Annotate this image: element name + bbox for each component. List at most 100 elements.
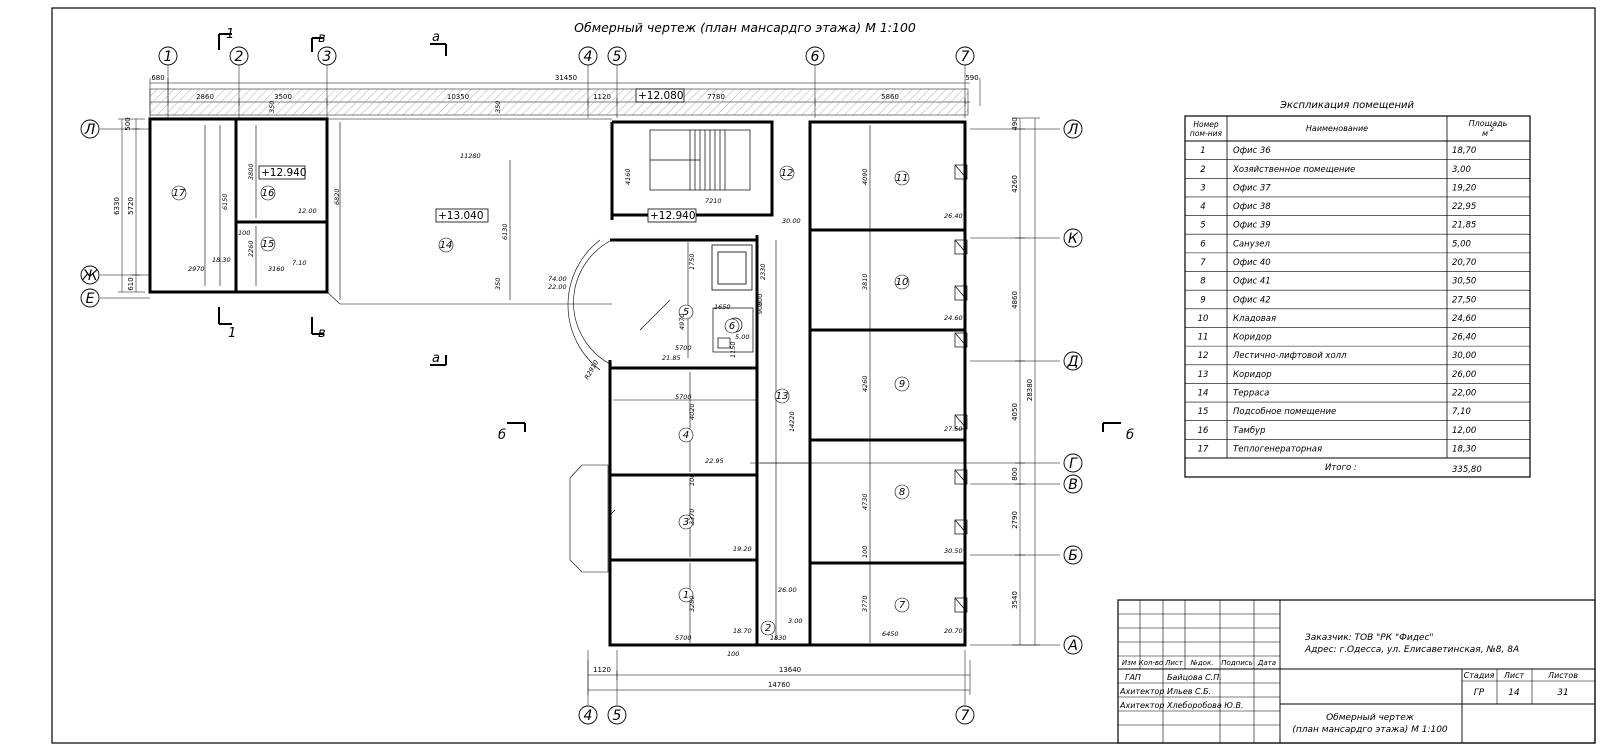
explication-room-name: Хозяйственное помещение (1232, 165, 1355, 175)
explication-room-name: Офис 37 (1233, 183, 1271, 193)
plan-dimension: 1750 (688, 253, 696, 270)
explication-header: пом-ния (1190, 129, 1223, 138)
plan-dimension: 2260 (247, 240, 255, 257)
plan-dimension: 3370 (688, 508, 696, 525)
room-number-bubble (678, 587, 694, 603)
plan-dimension: 2970 (188, 265, 205, 273)
room-number-bubble (171, 185, 187, 201)
room-number-bubble (678, 304, 694, 320)
room-number-bubble (678, 427, 694, 443)
plan-dimension: 350 (268, 101, 276, 113)
plan-dimension: 20.70 (944, 627, 963, 635)
axis-label: А (1067, 638, 1078, 654)
plan-dimension: 3770 (861, 595, 869, 612)
explication-room-area: 18,70 (1452, 146, 1476, 156)
plan-dimension: 6820 (333, 188, 341, 205)
plan-dimension: 4260 (861, 375, 869, 392)
explication-table (1184, 115, 1531, 478)
drawing-title: Обмерный чертеж (план мансардго этажа) М… (574, 20, 916, 35)
axis-label: К (1068, 231, 1079, 247)
plan-dimension: 800 (756, 294, 764, 306)
title-block-col-header: Изм (1122, 659, 1137, 667)
explication-header: Наименование (1306, 124, 1368, 133)
explication-room-area: 12,00 (1452, 426, 1476, 436)
explication-room-number: 6 (1200, 239, 1206, 249)
role-label: Ахитектор (1119, 687, 1164, 696)
room-number: 11 (896, 173, 909, 184)
stage-header: Лист (1503, 671, 1525, 680)
title-block-col-header: Кол-во (1139, 659, 1164, 667)
axis-bubble (1063, 545, 1083, 565)
explication-room-number: 14 (1198, 389, 1209, 399)
explication-room-area: 27,50 (1452, 295, 1476, 305)
drawing-name: Обмерный чертеж (1326, 713, 1415, 723)
explication-title: Экспликация помещений (1279, 100, 1415, 111)
room-number-bubble (894, 376, 910, 392)
plan-dimension: 5700 (675, 344, 692, 352)
explication-room-area: 30,00 (1452, 351, 1476, 361)
plan-dimension: 4970 (678, 313, 686, 330)
room-number-bubble (894, 597, 910, 613)
dimension-label: 1120 (593, 666, 611, 674)
person-name: Ильев С.Б. (1167, 687, 1211, 696)
plan-dimension: 2330 (759, 263, 767, 280)
axis-label: 6 (811, 49, 820, 65)
explication-room-name: Терраса (1233, 389, 1269, 399)
room-number: 6 (729, 321, 735, 332)
explication-room-area: 26,00 (1452, 370, 1476, 380)
plan-dimension: 4090 (861, 168, 869, 185)
axis-bubble (955, 46, 975, 66)
stage-value: 31 (1557, 688, 1568, 698)
dimension-label: 6330 (113, 197, 121, 215)
elevator-shaft (711, 244, 753, 291)
dimension-label: 3540 (1011, 591, 1019, 609)
section-mark-label: 1 (228, 326, 236, 341)
grid-bubbles-vertical (158, 46, 975, 725)
room-number-bubble (438, 237, 454, 253)
room-number: 1 (683, 590, 689, 601)
axis-label: 5 (613, 708, 622, 724)
section-mark-label: б (1126, 428, 1134, 443)
plan-dimension: 100 (727, 650, 739, 658)
title-block (1117, 599, 1596, 744)
dimension-label: 5720 (127, 197, 135, 215)
role-label: ГАП (1125, 673, 1141, 682)
axis-bubble (317, 46, 337, 66)
room-number: 3 (683, 517, 689, 528)
room-number: 5 (683, 307, 689, 318)
room-number: 4 (683, 430, 689, 441)
explication-room-number: 10 (1198, 314, 1209, 324)
explication-room-name: Офис 40 (1233, 258, 1271, 268)
room-number-bubble (260, 236, 276, 252)
plan-dimension: 11280 (460, 152, 481, 160)
axis-label: Б (1068, 548, 1078, 564)
dimension-label: 13640 (779, 666, 801, 674)
axis-label: 1 (164, 49, 173, 65)
explication-room-number: 11 (1198, 333, 1209, 343)
plan-dimension: 6450 (882, 630, 899, 638)
explication-total-value: 335,80 (1452, 465, 1482, 475)
explication-room-number: 5 (1200, 221, 1205, 231)
elevation-mark: +12.940 (650, 210, 696, 222)
plan-dimension: R2910 (583, 359, 600, 381)
room-number-bubble (260, 185, 276, 201)
axis-bubble (1063, 228, 1083, 248)
room-number-bubble (724, 318, 740, 334)
sheet-frame (51, 7, 1596, 744)
axis-bubble (1063, 351, 1083, 371)
axis-bubble (158, 46, 178, 66)
plan-dimension: 22.00 (548, 283, 567, 291)
customer-label: Заказчик: ТОВ "РК "Фидес" (1305, 633, 1434, 643)
room-number: 8 (899, 487, 905, 498)
explication-room-number: 8 (1200, 277, 1206, 287)
axis-label: Г (1069, 456, 1078, 472)
plan-dimension: 100 (688, 474, 696, 486)
address-label: Адрес: г.Одесса, ул. Елисаветинская, №8,… (1304, 645, 1519, 655)
plan-dimension: 3280 (688, 595, 696, 612)
room-number: 12 (781, 168, 794, 179)
role-label: Ахитектор (1119, 701, 1164, 710)
plan-dimension: 900 (756, 302, 764, 314)
vent-boxes (954, 164, 968, 613)
elevation-mark: +12.080 (638, 90, 684, 102)
roof-hatch (149, 88, 969, 116)
